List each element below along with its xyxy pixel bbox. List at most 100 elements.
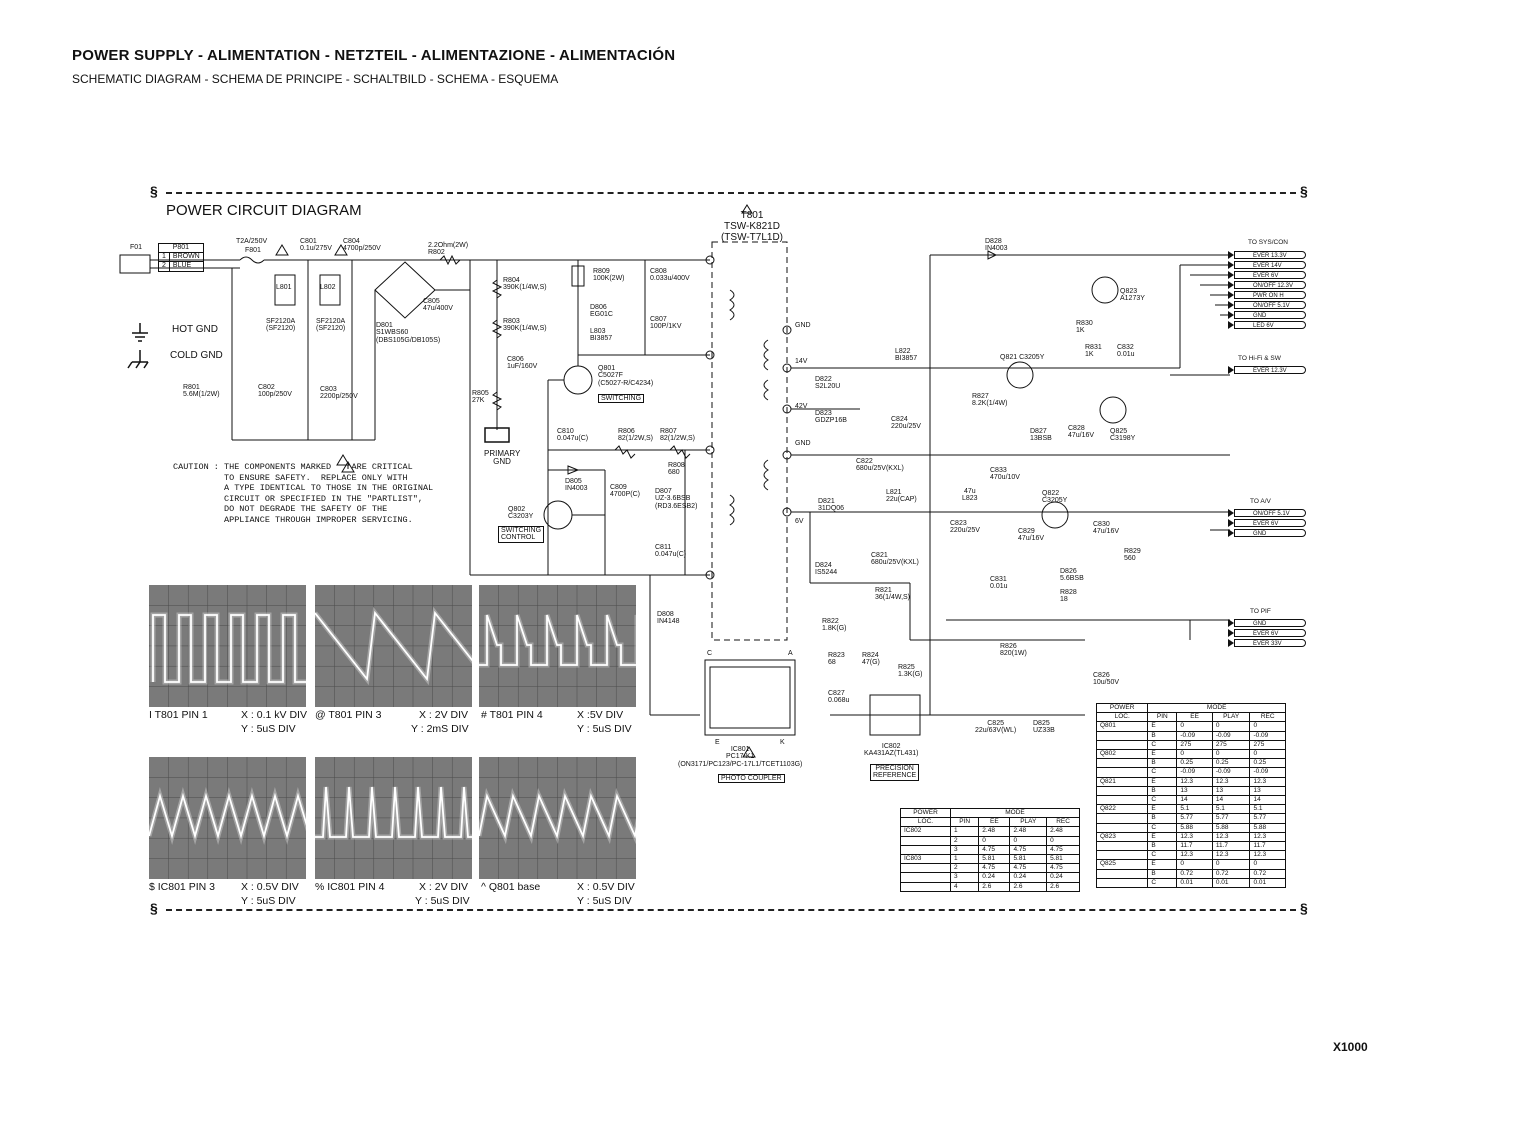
table-cell-ee: 12.3: [1176, 850, 1213, 861]
table-cell-play: 5.81: [1009, 854, 1048, 865]
table-cell-pin: 2: [950, 863, 980, 874]
table-cell-rec: 13: [1249, 785, 1286, 797]
plug-pin: 1: [158, 252, 170, 263]
table-cell-rec: 0.25: [1249, 758, 1286, 769]
plug-wire-color: BLUE: [168, 261, 204, 272]
d806-label: D806 EG01C: [590, 304, 613, 319]
table-cell-rec: 12.3: [1249, 850, 1286, 861]
table-cell-pin: B: [1147, 841, 1178, 852]
table-cell-pin: C: [1147, 739, 1178, 751]
table-cell-pin: 3: [950, 844, 980, 856]
table-cell-ee: 0: [1176, 721, 1213, 732]
table-cell-ee: 12.3: [1176, 831, 1213, 843]
r827-label: R827 8.2K(1/4W): [972, 393, 1008, 408]
table-cell-loc: [899, 872, 952, 883]
table-cell-ee: 5.81: [978, 854, 1011, 865]
table-header-mode: MODE: [1147, 702, 1286, 714]
r828-label: R828 18: [1060, 589, 1077, 604]
primary-gnd-label: PRIMARY GND: [484, 449, 521, 467]
c828-label: C828 47u/16V: [1068, 425, 1095, 440]
table-cell-pin: C: [1147, 795, 1178, 806]
sf1-label: SF2120A (SF2120): [266, 318, 296, 333]
table-row: C-0.09-0.09-0.09: [1095, 767, 1286, 778]
table-cell-rec: 5.88: [1249, 822, 1286, 833]
r805-label: R805 27K: [472, 390, 489, 405]
table-cell-play: 0.72: [1211, 868, 1251, 879]
d828-label: D828 IN4003: [985, 238, 1008, 253]
table-cell-play: 14: [1211, 795, 1251, 806]
table-cell-pin: E: [1147, 831, 1178, 843]
l821-label: L821 22u(CAP): [886, 489, 917, 504]
table-cell-rec: 5.81: [1046, 854, 1080, 865]
r826-label: R826 820(1W): [1000, 643, 1027, 658]
r806-label: R806 82(1/2W,S): [618, 428, 654, 443]
c810-label: C810 0.047u(C): [557, 428, 589, 443]
table-cell-pin: 3: [950, 872, 980, 883]
connector-title: TO PIF: [1250, 608, 1271, 615]
coupler-pin-e: E: [715, 739, 720, 746]
table-cell-pin: B: [1147, 813, 1178, 824]
ic802-role-tag: PRECISION REFERENCE: [870, 764, 920, 781]
table-cell-pin: E: [1147, 776, 1178, 787]
table-cell-ee: -0.09: [1176, 767, 1213, 778]
scope-panel: [149, 585, 306, 707]
connector-line-label: PWR ON H: [1234, 291, 1306, 299]
connector-arrow-icon: [1228, 251, 1234, 259]
table-cell-ee: 11.7: [1176, 841, 1213, 852]
c822-label: C822 680u/25V(KXL): [856, 458, 904, 473]
table-cell-play: 275: [1211, 739, 1251, 751]
table-cell-play: 5.88: [1211, 822, 1251, 833]
table-cell-play: 0: [1211, 721, 1251, 732]
r823-label: R823 68: [828, 652, 845, 667]
waveform-y-scale: Y : 5uS DIV: [241, 723, 296, 735]
waveform-label: # T801 PIN 4: [481, 709, 543, 721]
table-cell-loc: [1095, 758, 1149, 769]
caution-note: CAUTION : THE COMPONENTS MARKED ARE CRIT…: [173, 462, 434, 525]
table-header-rec: REC: [1046, 817, 1080, 828]
table-cell-ee: 5.88: [1176, 822, 1213, 833]
plug-ref: P801: [158, 242, 204, 254]
ic802-label: IC802 KA431AZ(TL431): [864, 743, 919, 758]
sf2-label: SF2120A (SF2120): [316, 318, 346, 333]
waveform-y-scale: Y : 2mS DIV: [411, 723, 469, 735]
l803-label: L803 BI3857: [590, 328, 613, 343]
table-header-rec: REC: [1249, 712, 1286, 723]
table-cell-pin: 1: [950, 854, 980, 865]
c809-label: C809 4700P(C): [610, 484, 640, 499]
table-header-power: POWER: [1095, 702, 1149, 714]
c802-label: C802 100p/250V: [258, 384, 292, 399]
table-cell-pin: C: [1147, 877, 1178, 889]
connector-line-label: GND: [1234, 619, 1306, 627]
bottom-rail: [166, 909, 1296, 911]
caution-triangle-icon: [341, 461, 355, 473]
table-row: B-0.09-0.09-0.09: [1095, 730, 1286, 741]
q822-label: Q822 C3205Y: [1042, 490, 1068, 505]
table-header-loc: LOC.: [1095, 712, 1149, 723]
q821-label: Q821 C3205Y: [1000, 354, 1045, 361]
table-cell-loc: Q823: [1095, 831, 1149, 843]
q801-role-tag: SWITCHING: [598, 394, 645, 404]
waveform-x-scale: X : 2V DIV: [419, 709, 469, 721]
rail-break-icon: §: [1300, 183, 1308, 199]
table-cell-loc: [1095, 823, 1149, 833]
table-cell-play: 0: [1211, 859, 1251, 870]
c811-label: C811 0.047u(C): [655, 544, 687, 559]
waveform-line: [152, 614, 306, 683]
scope-panel: [149, 757, 306, 879]
c833-label: C833 470u/10V: [990, 467, 1020, 482]
connector-line-label: LED 6V: [1234, 321, 1306, 329]
waveform-line: [315, 610, 472, 682]
table-cell-loc: [1095, 841, 1149, 852]
rail-break-icon: §: [150, 900, 158, 916]
r829-label: R829 560: [1124, 548, 1141, 563]
table-cell-loc: Q822: [1095, 804, 1149, 815]
connector-line-label: EVER 12.3V: [1234, 366, 1306, 374]
